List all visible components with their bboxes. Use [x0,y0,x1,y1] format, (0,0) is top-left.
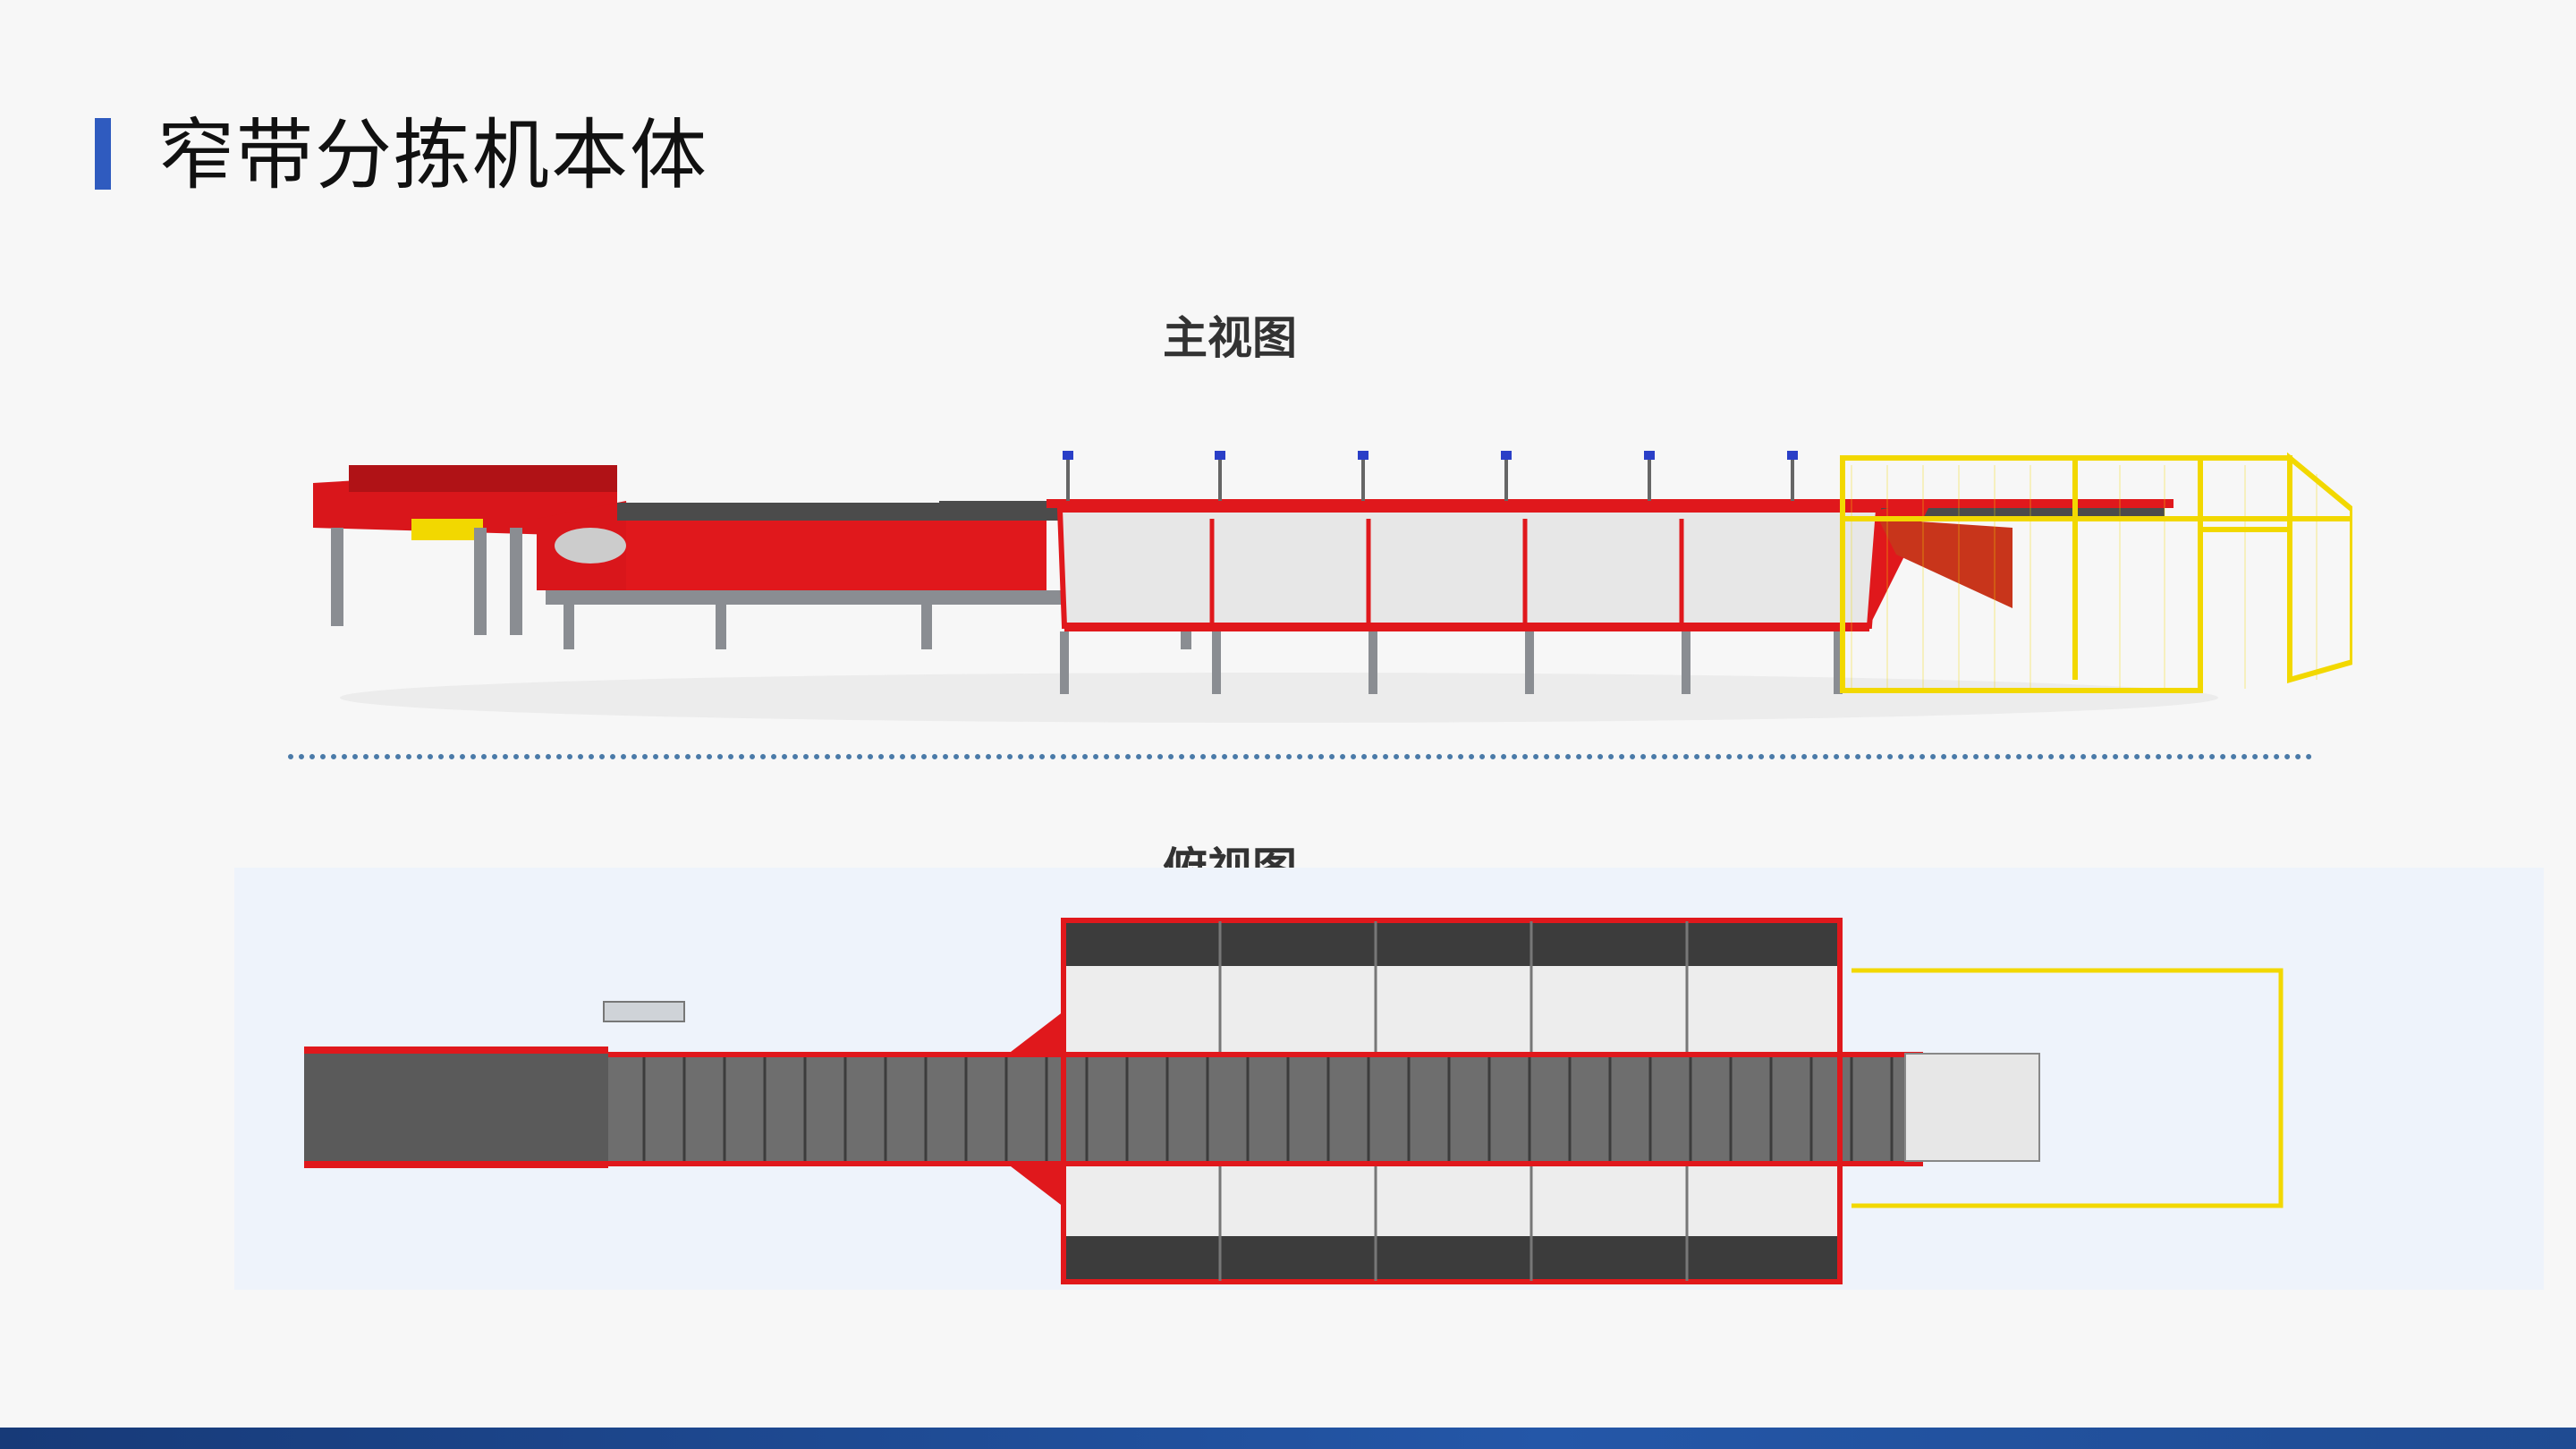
top-view-illustration [304,918,2284,1284]
footer-band [0,1428,2576,1449]
view-divider [288,754,2313,759]
infeed-belt [304,1046,608,1168]
sorting-chutes [1056,501,1932,631]
title-accent-bar [95,118,111,190]
outfeed-tray [1904,1053,2040,1162]
infeed-hopper [313,465,617,635]
sensor-poles [1063,451,1798,501]
segmented-belt [608,1052,1923,1166]
front-view-label: 主视图 [1163,311,1297,364]
fence-outline [1852,968,2284,1208]
outfeed-ramp [1878,519,2012,608]
page-title: 窄带分拣机本体 [157,111,708,200]
induction-conveyor [537,501,1225,649]
top-chutes [1011,918,1843,1284]
front-view-illustration [313,451,2352,723]
safety-fence [1840,452,2352,693]
